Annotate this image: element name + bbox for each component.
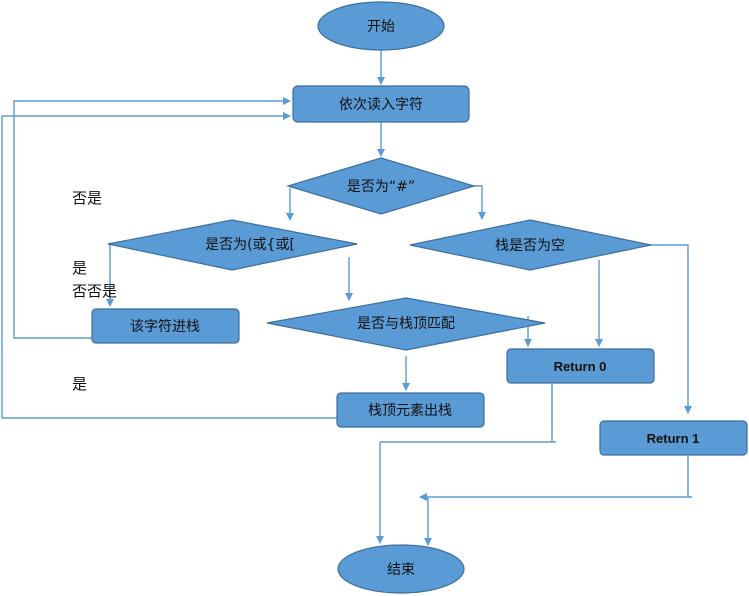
node-end: 结束 [337,544,465,594]
node-is-hash-label: 是否为“#” [347,179,415,195]
node-stack-empty-label: 栈是否为空 [495,238,565,254]
annotations: 否是 是 否否是 是 [72,189,117,393]
node-return0-label: Return 0 [554,359,607,374]
node-is-hash: 是否为“#” [285,157,477,215]
annotation-no-no-yes: 否否是 [72,282,117,300]
node-start-label: 开始 [367,19,395,35]
node-end-label: 结束 [387,562,415,578]
node-push: 该字符进栈 [91,308,240,344]
edge-stackempty-return1 [651,244,692,414]
node-read: 依次读入字符 [292,85,470,123]
node-return1: Return 1 [599,420,748,456]
annotation-yes-1: 是 [72,259,87,277]
node-push-label: 该字符进栈 [130,319,200,335]
node-stack-empty: 栈是否为空 [409,219,652,271]
node-pop: 栈顶元素出栈 [336,392,485,428]
node-match-top: 是否与栈顶匹配 [266,297,546,351]
node-read-label: 依次读入字符 [339,96,423,113]
node-return1-label: Return 1 [647,431,700,446]
node-is-open-label: 是否为(或{或[ [205,237,295,253]
annotation-no-yes: 否是 [72,189,102,207]
edges [1,50,692,546]
node-is-open: 是否为(或{或[ [107,219,358,271]
edge-pop-read [1,112,337,419]
node-start: 开始 [317,1,445,51]
node-return0: Return 0 [506,348,655,384]
edge-push-read [13,97,291,339]
node-match-top-label: 是否与栈顶匹配 [357,316,455,332]
annotation-yes-2: 是 [72,375,87,393]
edge-ishash-stackempty [474,185,486,220]
node-pop-label: 栈顶元素出栈 [368,403,452,419]
